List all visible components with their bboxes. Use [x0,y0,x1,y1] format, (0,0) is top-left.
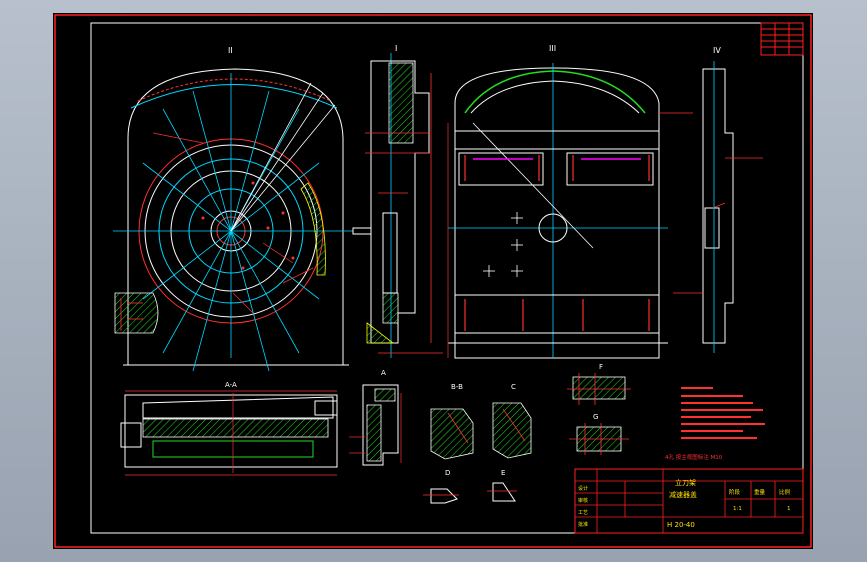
outer-frame [54,14,812,548]
revision-table [760,22,804,56]
detail-c: C [492,383,532,459]
weight-label: 重量 [754,488,766,496]
designer-label: 设计 [578,485,588,492]
view-ii-front: II [113,46,353,372]
inner-frame [90,22,804,534]
detail-b-label: B-B [451,383,463,391]
checker-label: 审核 [578,497,588,504]
view-iii-label: III [549,44,556,53]
detail-d-label: D [445,469,450,477]
sheet-value: 1 [787,506,791,512]
detail-a-label: A [381,369,386,377]
detail-d: D [423,469,459,504]
detail-c-label: C [511,383,516,391]
stage-label: 阶段 [729,488,741,496]
process-label: 工艺 [578,510,588,516]
detail-e: E [487,469,517,502]
technical-requirements: 4孔 按主视图标注 M10 [665,387,765,461]
view-i-side: I [352,44,443,358]
detail-f-label: F [599,363,603,371]
detail-a: A [349,369,402,466]
section-aa: A-A [120,381,338,476]
cad-viewport[interactable]: II [53,13,813,549]
detail-b: B-B [430,383,474,460]
title-block: 立刀架 减速器盖 H 20-40 阶段 重量 比例 1:1 1 设计 审核 工艺… [574,468,804,534]
section-aa-label: A-A [225,381,237,389]
engineering-drawing: II [54,14,812,548]
view-iii-front: III [447,44,693,359]
detail-g-label: G [593,413,598,421]
scale-label: 比例 [779,488,791,496]
scale-value: 1:1 [733,506,742,512]
view-ii-label: II [228,46,233,55]
view-iv-label: IV [713,46,721,55]
view-i-label: I [395,44,397,53]
part-name-line1: 立刀架 [675,478,696,487]
approve-label: 批准 [578,521,588,528]
drawing-number: H 20-40 [667,521,695,529]
detail-g: G [569,413,629,455]
tech-note: 4孔 按主视图标注 M10 [665,453,723,461]
detail-e-label: E [501,469,505,477]
detail-f: F [567,363,631,405]
part-name-line2: 减速器盖 [669,490,697,499]
view-iv-side: IV [673,46,763,353]
